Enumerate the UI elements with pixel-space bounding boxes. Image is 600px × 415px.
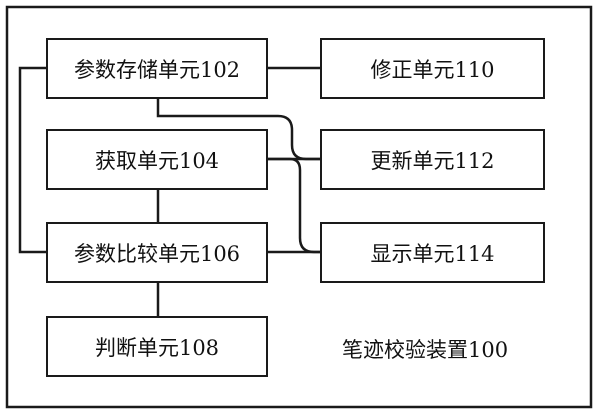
- param-storage-label: 参数存储单元102: [73, 57, 241, 82]
- device-frame: [5, 5, 593, 409]
- device-label: 笔迹校验装置100: [342, 338, 509, 362]
- update-label: 更新单元112: [370, 148, 495, 173]
- correction-label: 修正单元110: [370, 57, 495, 82]
- display-unit: 显示单元114: [320, 222, 545, 283]
- correction-unit: 修正单元110: [320, 38, 545, 99]
- judgment-label: 判断单元108: [94, 335, 220, 360]
- judgment-unit: 判断单元108: [46, 316, 268, 377]
- link-storage-compare-bus: [18, 66, 46, 254]
- link-acquisition-update: [268, 157, 320, 254]
- update-unit: 更新单元112: [320, 129, 545, 190]
- param-storage-unit: 参数存储单元102: [46, 38, 268, 99]
- acquisition-unit: 获取单元104: [46, 129, 268, 190]
- display-label: 显示单元114: [370, 241, 495, 266]
- acquisition-label: 获取单元104: [94, 148, 220, 173]
- param-compare-label: 参数比较单元106: [73, 241, 241, 266]
- param-compare-unit: 参数比较单元106: [46, 222, 268, 283]
